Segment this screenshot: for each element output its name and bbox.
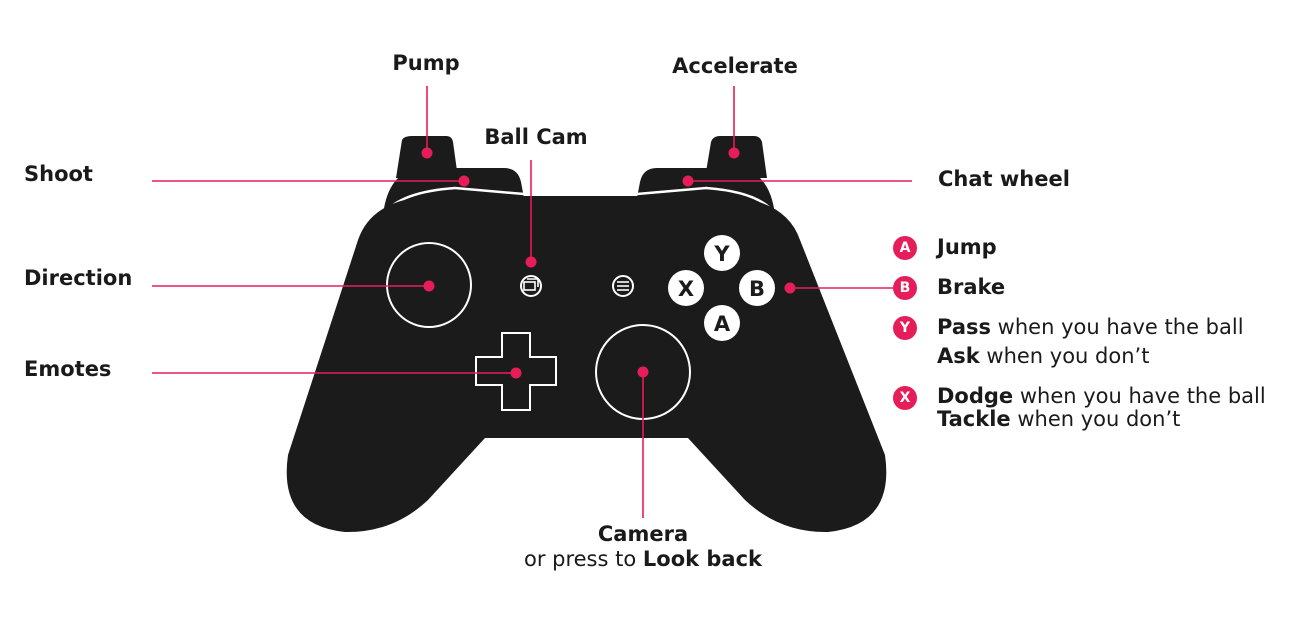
label-camera-action: Look back xyxy=(642,547,763,571)
label-direction: Direction xyxy=(24,266,133,290)
face-button-a: A xyxy=(704,305,740,341)
badge-x-icon: X xyxy=(893,386,917,410)
face-button-b-label: B xyxy=(749,277,765,301)
badge-a-icon: A xyxy=(893,236,917,260)
legend-action-b: Brake xyxy=(937,275,1006,299)
label-chat-wheel: Chat wheel xyxy=(938,167,1070,191)
label-accelerate: Accelerate xyxy=(672,54,798,78)
label-camera-prefix: or press to xyxy=(523,547,643,571)
legend-action2-y: Ask xyxy=(937,344,980,368)
legend-rest2-y: when you don’t xyxy=(979,344,1150,368)
label-camera-title: Camera xyxy=(597,522,689,546)
label-pump: Pump xyxy=(392,51,460,75)
legend-row-a: A Jump xyxy=(893,236,997,260)
face-button-x: X xyxy=(668,270,704,306)
legend-rest-y: when you have the ball xyxy=(991,315,1244,339)
legend-action2-x: Tackle xyxy=(937,407,1011,431)
legend-rest-x: when you have the ball xyxy=(1013,384,1266,408)
face-button-b: B xyxy=(739,270,775,306)
d-pad xyxy=(475,332,557,411)
label-camera: Camera or press to Look back xyxy=(524,522,762,572)
badge-y-icon: Y xyxy=(893,316,917,340)
legend-action-a: Jump xyxy=(937,235,997,259)
label-emotes: Emotes xyxy=(24,357,112,381)
legend-text-a: Jump xyxy=(937,236,997,259)
legend-rest2-x: when you don’t xyxy=(1010,407,1181,431)
face-button-a-label: A xyxy=(714,312,731,336)
label-camera-sub: or press to Look back xyxy=(524,547,762,572)
face-button-x-label: X xyxy=(678,277,694,301)
legend-row-x: X Dodge when you have the ball Tackle wh… xyxy=(893,385,1266,431)
legend-text-x: Dodge when you have the ball Tackle when… xyxy=(937,385,1266,431)
legend-action-y: Pass xyxy=(937,315,991,339)
callout-lines xyxy=(152,86,912,518)
view-button-icon xyxy=(520,275,542,297)
legend-text-y: Pass when you have the ball Ask when you… xyxy=(937,313,1244,371)
label-ball-cam: Ball Cam xyxy=(484,125,588,149)
left-stick xyxy=(386,242,472,328)
label-shoot: Shoot xyxy=(24,162,93,186)
controller-body xyxy=(286,196,887,533)
legend-text-b: Brake xyxy=(937,276,1005,299)
badge-b-icon: B xyxy=(893,276,917,300)
face-button-y-label: Y xyxy=(713,242,730,266)
legend-action-x: Dodge xyxy=(937,384,1014,408)
face-button-y: Y xyxy=(704,235,740,271)
legend-row-b: B Brake xyxy=(893,276,1005,300)
menu-button-icon xyxy=(612,275,634,297)
legend-row-y: Y Pass when you have the ball Ask when y… xyxy=(893,313,1244,371)
